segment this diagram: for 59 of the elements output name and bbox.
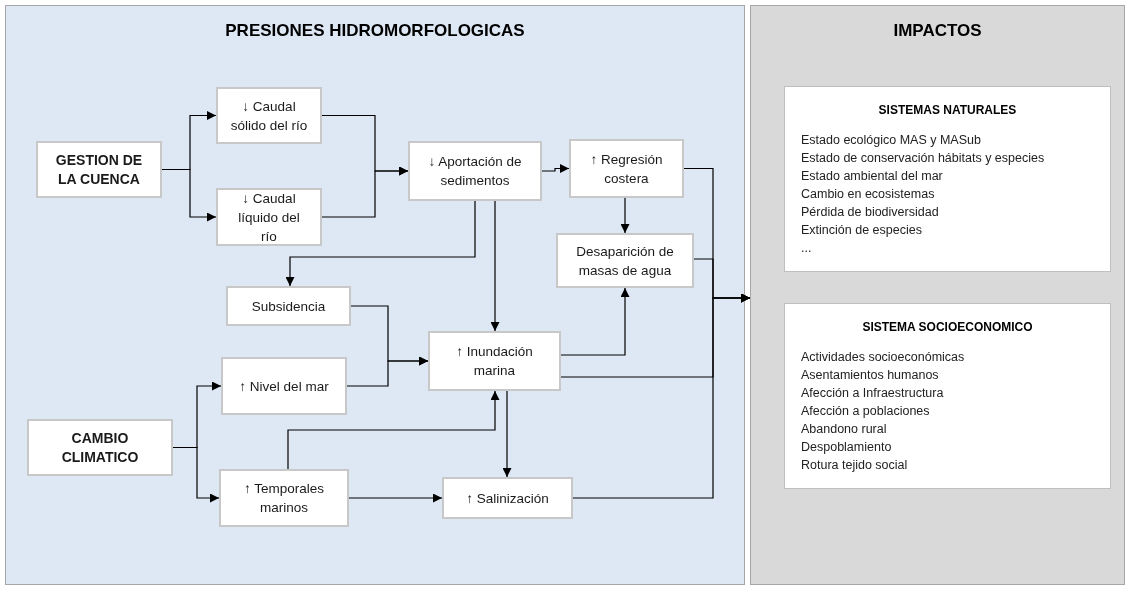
arrow xyxy=(321,166,409,218)
card-heading: SISTEMAS NATURALES xyxy=(877,102,1018,119)
list-item: Afección a poblaciones xyxy=(801,403,931,420)
process-box xyxy=(442,477,573,519)
list-item: Rotura tejido social xyxy=(801,457,909,474)
box-label: ↑ Salinización xyxy=(466,489,549,508)
arrow xyxy=(541,164,570,173)
process-box xyxy=(556,233,694,288)
arrow xyxy=(348,493,443,503)
arrow xyxy=(172,446,220,503)
impact-card xyxy=(784,86,1111,272)
arrow xyxy=(490,200,500,332)
panel-title: PRESIONES HIDROMORFOLOGICAS xyxy=(224,20,526,42)
arrow xyxy=(346,356,429,387)
panel xyxy=(5,5,745,585)
box-label: ↑ Inundación marina xyxy=(455,343,534,380)
list-item: Asentamientos humanos xyxy=(801,367,940,384)
list-item: Actividades socioeconómicas xyxy=(801,349,966,366)
list-item: ... xyxy=(801,240,813,257)
box-label: ↓ Caudal sólido del río xyxy=(229,97,309,135)
arrow xyxy=(620,197,630,234)
process-box xyxy=(219,469,349,527)
process-box xyxy=(221,357,347,415)
process-box xyxy=(216,188,322,246)
arrow xyxy=(285,200,476,287)
list-item: Abandono rural xyxy=(801,421,888,438)
panel xyxy=(750,5,1125,585)
box-label: CAMBIO CLIMATICO xyxy=(60,428,140,467)
box-label: ↑ Temporales marinos xyxy=(242,480,325,517)
process-box xyxy=(408,141,542,201)
process-box xyxy=(27,419,173,476)
panel-title: IMPACTOS xyxy=(892,20,983,42)
process-box xyxy=(216,87,322,144)
box-label: ↓ Caudal líquido del río xyxy=(237,189,301,246)
list-item: Estado ambiental del mar xyxy=(801,168,944,185)
list-item: Pérdida de biodiversidad xyxy=(801,204,940,221)
impact-card xyxy=(784,303,1111,489)
list-item: Cambio en ecosistemas xyxy=(801,186,936,203)
arrow xyxy=(287,390,500,470)
list-item: Estado ecológico MAS y MASub xyxy=(801,132,982,149)
process-box xyxy=(226,286,351,326)
card-heading: SISTEMA SOCIOECONOMICO xyxy=(861,319,1034,336)
box-label: ↓ Aportación de sedimentos xyxy=(427,153,523,190)
process-box xyxy=(569,139,684,198)
box-label: ↑ Regresión costera xyxy=(589,150,664,188)
box-label: Desaparición de masas de agua xyxy=(575,242,675,280)
arrow xyxy=(502,390,512,478)
list-item: Estado de conservación hábitats y especies xyxy=(801,150,1046,167)
list-item: Despoblamiento xyxy=(801,439,893,456)
arrow xyxy=(161,168,217,222)
list-item: Extinción de especies xyxy=(801,222,923,239)
box-label: Subsidencia xyxy=(251,297,326,316)
arrow xyxy=(560,287,630,356)
box-label: GESTION DE LA CUENCA xyxy=(54,150,144,189)
list-item: Afección a Infraestructura xyxy=(801,385,945,402)
process-box xyxy=(36,141,162,198)
process-box xyxy=(428,331,561,391)
box-label: ↑ Nivel del mar xyxy=(239,377,329,396)
arrow xyxy=(572,293,751,499)
